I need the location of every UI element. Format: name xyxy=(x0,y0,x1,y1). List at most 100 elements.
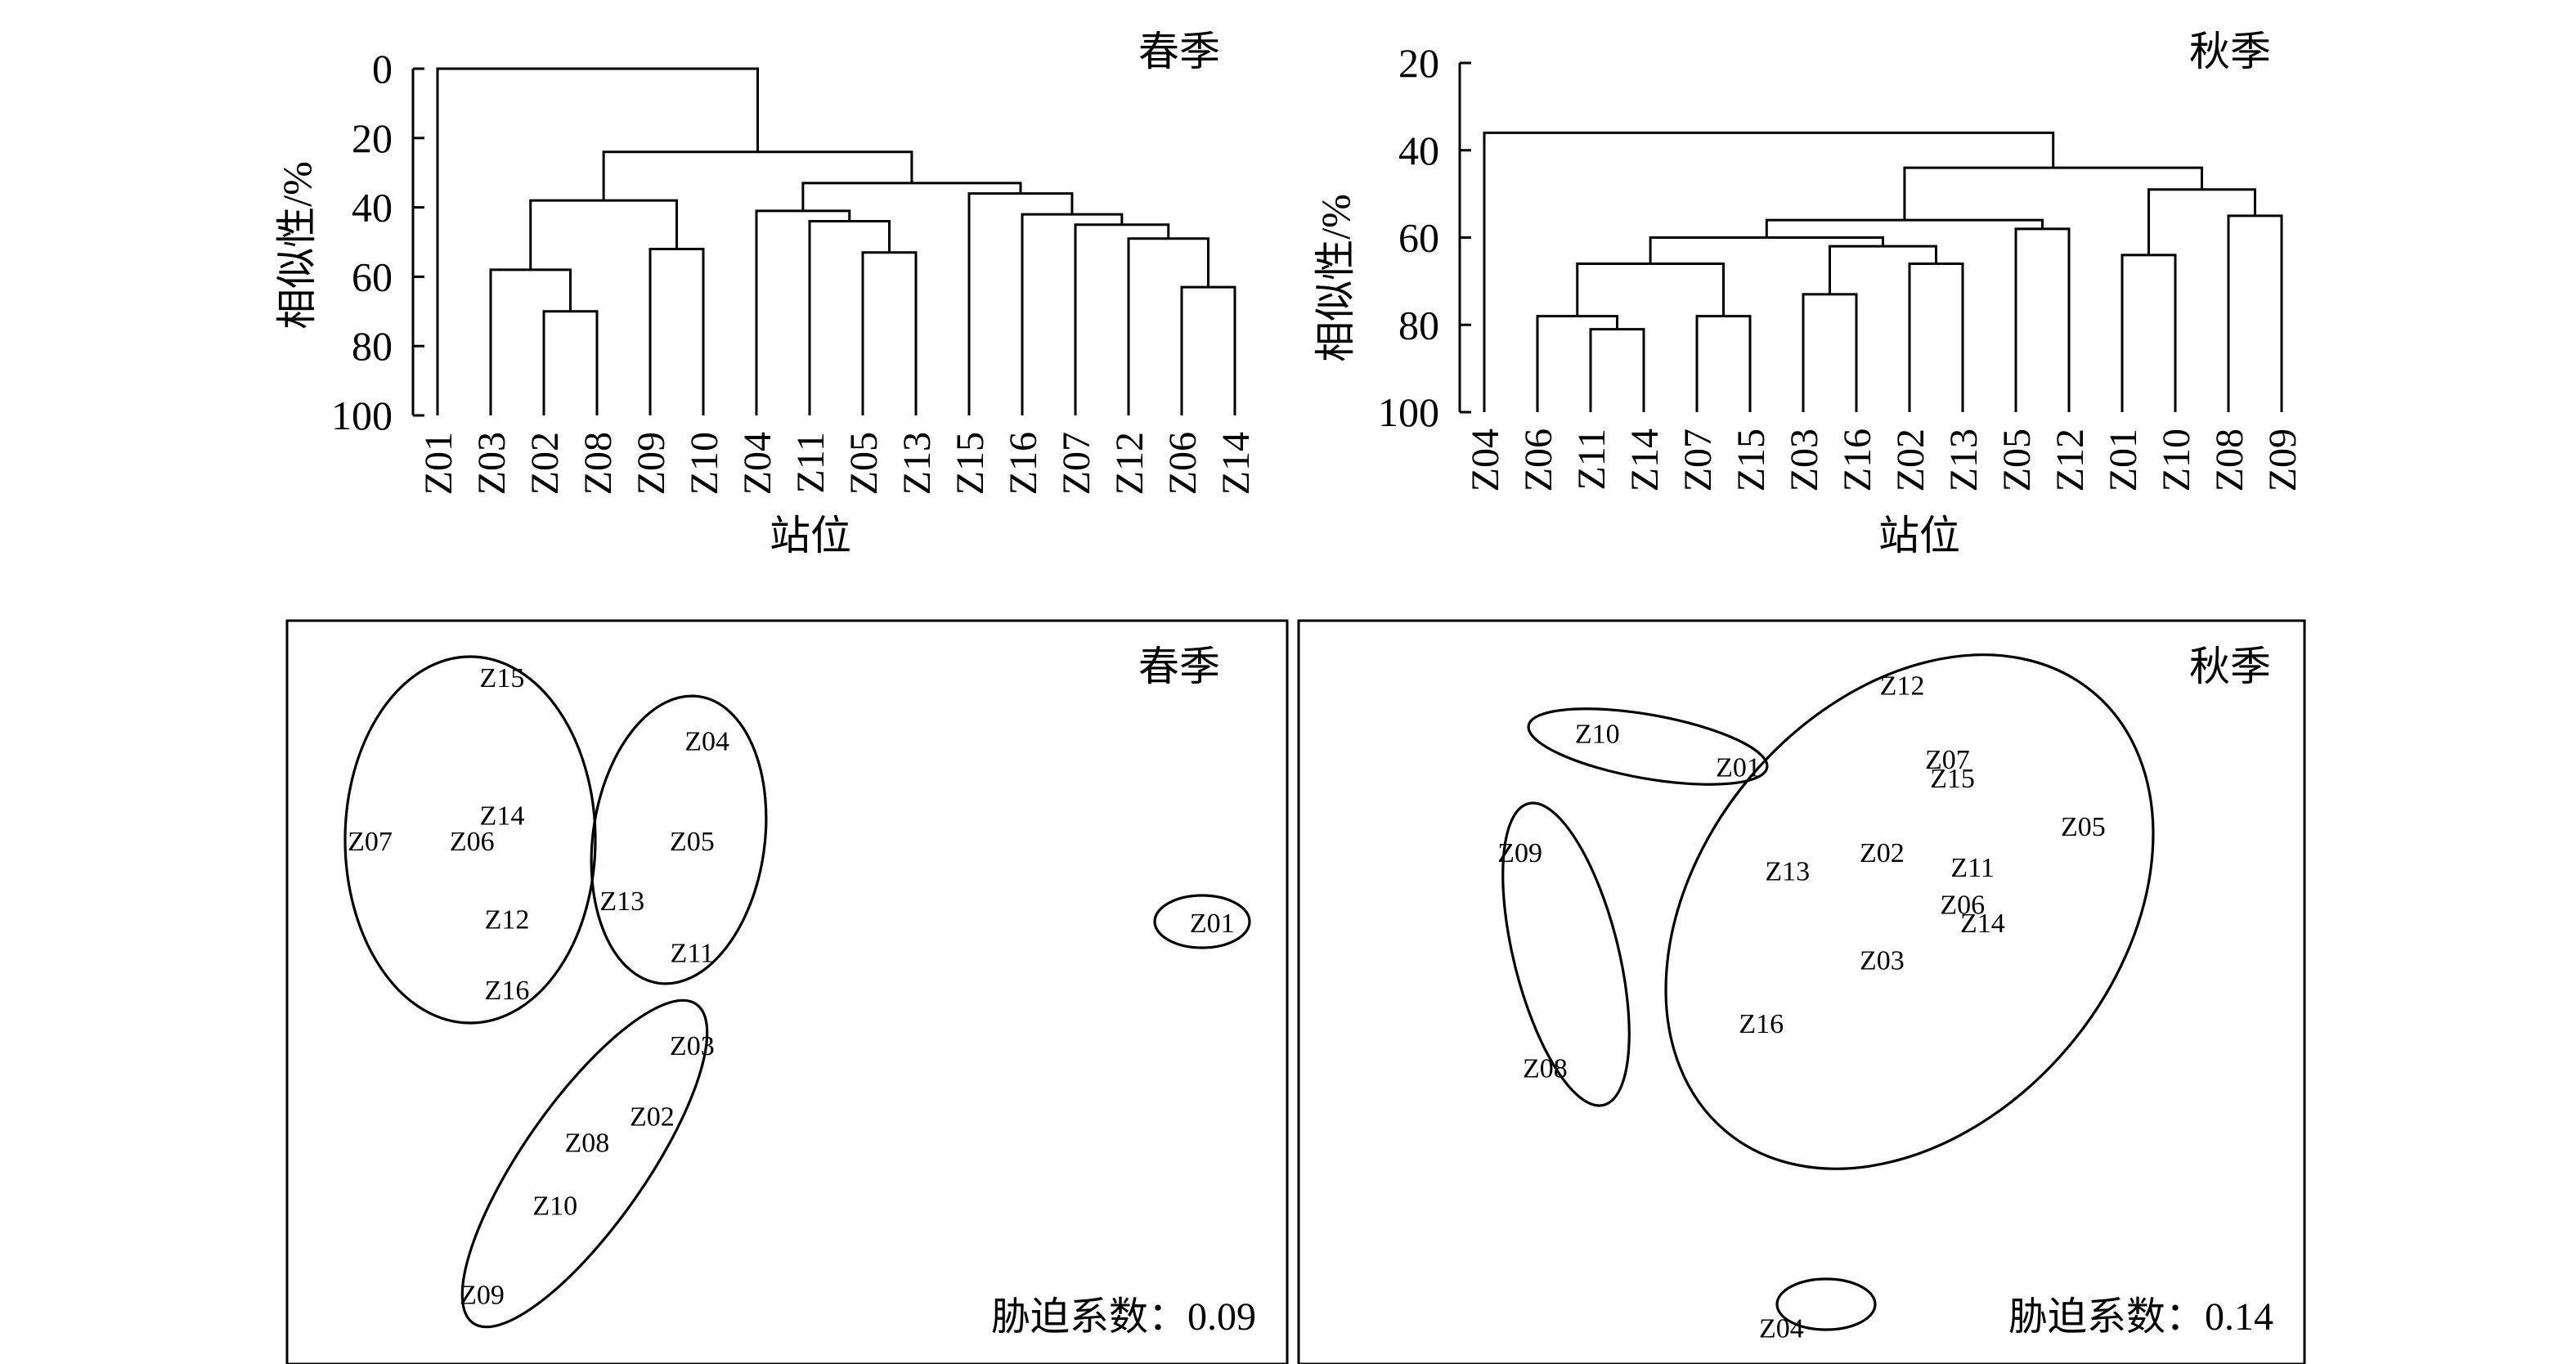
d1-y-tick-label: 20 xyxy=(352,115,393,161)
d1-link xyxy=(1021,213,1124,415)
dendrogram-autumn-ylabel: 相似性/% xyxy=(1313,194,1358,362)
mds-spring-point-label: Z16 xyxy=(485,976,530,1006)
d2-leaf-label: Z12 xyxy=(2049,428,2092,491)
mds-autumn-point-label: Z06 xyxy=(1940,890,1985,920)
d1-leaf-label: Z12 xyxy=(1108,432,1151,495)
mds-spring-ellipse-middle xyxy=(590,694,768,985)
d2-link xyxy=(1829,245,1937,294)
mds-spring-point-label: Z05 xyxy=(670,827,715,857)
d1-leaf-label: Z11 xyxy=(789,432,832,494)
d1-leaf-label: Z04 xyxy=(736,432,779,495)
mds-spring-stress: 胁迫系数：0.09 xyxy=(991,1295,1256,1339)
dendrogram-spring-ylabel: 相似性/% xyxy=(274,161,320,330)
d1-leaf-label: Z06 xyxy=(1161,432,1205,495)
mds-autumn-point-label: Z01 xyxy=(1716,752,1761,783)
mds-autumn-ellipse-z10-z01 xyxy=(1527,707,1769,786)
d2-link xyxy=(2120,254,2177,412)
mds-autumn-point-label: Z11 xyxy=(1950,853,1995,883)
d1-leaf-label: Z16 xyxy=(1002,432,1045,495)
mds-autumn-point-label: Z14 xyxy=(1960,909,2005,939)
mds-spring-point-label: Z04 xyxy=(684,726,729,756)
d2-leaf-label: Z01 xyxy=(2102,428,2145,491)
mds-spring-point-label: Z10 xyxy=(532,1191,577,1222)
d1-y-tick-label: 0 xyxy=(372,46,393,92)
mds-spring-point-label: Z02 xyxy=(630,1102,675,1132)
d2-leaf-label: Z07 xyxy=(1676,428,1720,491)
d2-link xyxy=(2147,188,2256,255)
d1-leaf-label: Z01 xyxy=(417,432,460,495)
d2-link xyxy=(1649,236,1884,264)
mds-spring-point-label: Z03 xyxy=(670,1031,715,1061)
dendrogram-spring-xlabel: 站位 xyxy=(770,513,851,559)
d1-link xyxy=(529,199,678,270)
mds-autumn-point-label: Z13 xyxy=(1765,857,1810,887)
mds-spring-ellipse-z01 xyxy=(1153,894,1251,949)
mds-spring-point-label: Z15 xyxy=(480,663,525,693)
d2-leaf-label: Z03 xyxy=(1783,428,1826,491)
d1-leaf-label: Z02 xyxy=(523,432,567,495)
d1-leaf-label: Z08 xyxy=(577,432,620,495)
d1-leaf-label: Z13 xyxy=(895,432,939,495)
dendrogram-spring-title: 春季 xyxy=(1138,29,1220,74)
d2-leaf-label: Z14 xyxy=(1623,428,1667,491)
mds-autumn-point-label: Z10 xyxy=(1575,719,1620,749)
d2-leaf-label: Z05 xyxy=(1995,428,2039,491)
dendrogram-autumn-title: 秋季 xyxy=(2189,29,2271,74)
mds-spring-point-label: Z13 xyxy=(599,886,644,917)
mds-autumn-ellipse-z09-z08 xyxy=(1501,801,1631,1107)
mds-autumn-point-label: Z04 xyxy=(1759,1314,1804,1344)
d1-y-tick-label: 60 xyxy=(352,254,393,299)
mds-spring-title: 春季 xyxy=(1138,644,1220,689)
d1-link xyxy=(808,220,891,415)
d2-leaf-label: Z06 xyxy=(1517,428,1560,491)
d1-link xyxy=(861,251,918,415)
d1-leaf-label: Z07 xyxy=(1055,432,1098,495)
d2-leaf-label: Z02 xyxy=(1889,428,1932,491)
mds-spring-point-label: Z06 xyxy=(450,827,495,857)
mds-spring-group-ellipses xyxy=(343,655,1251,1329)
d2-leaf-label: Z16 xyxy=(1836,428,1879,491)
mds-autumn-point-label: Z07 xyxy=(1925,745,1970,775)
mds-spring-point-label: Z07 xyxy=(348,827,393,857)
mds-spring-frame xyxy=(285,619,1289,1364)
mds-autumn-point-label: Z12 xyxy=(1880,671,1925,701)
d2-link xyxy=(2014,227,2071,412)
d2-link xyxy=(1695,315,1752,412)
mds-autumn-ellipse-z04 xyxy=(1775,1277,1877,1331)
mds-spring-point-label: Z01 xyxy=(1190,909,1235,939)
mds-spring-ellipse-bottom xyxy=(460,998,709,1329)
d2-leaf-label: Z13 xyxy=(1942,428,1986,491)
mds-autumn-point-label: Z02 xyxy=(1860,838,1905,868)
d2-link xyxy=(1589,328,1645,412)
d2-link xyxy=(1802,293,1858,412)
mds-autumn-group-ellipses xyxy=(1501,653,2155,1331)
mds-autumn-point-label: Z08 xyxy=(1523,1053,1568,1084)
d1-leaf-label: Z05 xyxy=(842,432,886,495)
mds-autumn-point-label: Z05 xyxy=(2061,812,2106,842)
d1-link xyxy=(1074,223,1170,415)
d1-link xyxy=(542,310,599,415)
d2-leaf-label: Z15 xyxy=(1730,428,1773,491)
mds-autumn-ellipse-main xyxy=(1664,653,2155,1170)
d2-link xyxy=(2227,214,2283,412)
d2-y-tick-label: 80 xyxy=(1398,302,1439,348)
d2-y-tick-label: 100 xyxy=(1378,389,1439,435)
dendrogram-autumn-xlabel: 站位 xyxy=(1878,513,1960,559)
d1-leaf-label: Z14 xyxy=(1214,432,1258,495)
d2-link xyxy=(1536,315,1618,412)
d1-link xyxy=(1127,237,1209,415)
mds-autumn-point-label: Z16 xyxy=(1739,1009,1784,1039)
mds-autumn-point-label: Z03 xyxy=(1860,946,1905,976)
d2-leaf-label: Z11 xyxy=(1570,428,1613,491)
d1-leaf-label: Z10 xyxy=(683,432,726,495)
d2-leaf-label: Z08 xyxy=(2208,428,2251,491)
d1-link xyxy=(1180,285,1236,415)
mds-spring-ellipse-left xyxy=(343,655,597,1025)
mds-spring-point-label: Z14 xyxy=(480,801,525,831)
mds-spring-point-label: Z11 xyxy=(671,939,715,969)
d1-y-tick-label: 80 xyxy=(352,323,393,369)
d2-link xyxy=(1483,131,2055,412)
